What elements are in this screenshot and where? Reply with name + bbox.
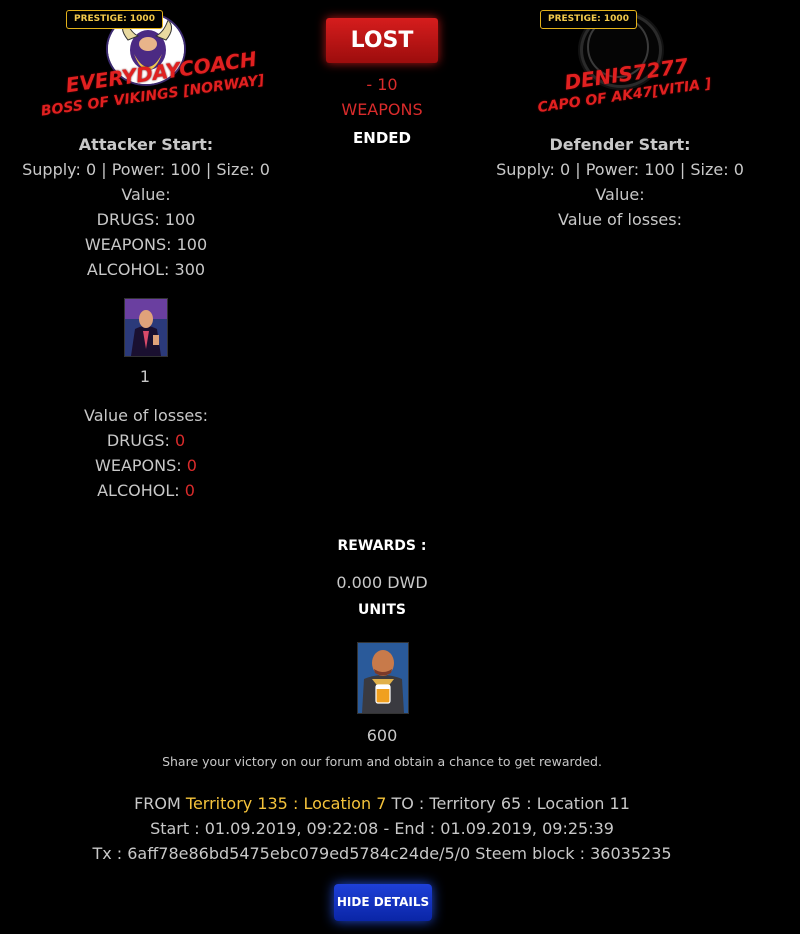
reward-unit-count: 600 <box>366 726 398 745</box>
attacker-unit-count: 1 <box>139 367 151 386</box>
route-to-label: TO : <box>391 794 425 813</box>
defender-prestige-badge: PRESTIGE: 1000 <box>540 10 637 29</box>
loss-resource: WEAPONS <box>341 100 423 119</box>
attacker-drugs-value: 100 <box>164 210 196 229</box>
tx-hash[interactable]: 6aff78e86bd5475ebc079ed5784c24de/5/0 <box>127 844 471 863</box>
route-separator-2: : <box>526 794 532 813</box>
start-label: Start : <box>150 819 200 838</box>
attacker-value-label: Value: <box>121 185 171 204</box>
attacker-loss-drugs-row: DRUGS: 0 <box>0 428 292 453</box>
gangster-unit-icon <box>125 299 167 356</box>
attacker-losses-label: Value of losses: <box>83 406 208 425</box>
attacker-weapons-label: WEAPONS: <box>84 235 172 254</box>
attacker-loss-alcohol-value: 0 <box>184 481 195 500</box>
tx-label: Tx : <box>92 844 123 863</box>
reward-unit-image[interactable] <box>357 642 409 714</box>
defender-stats-line: Supply: 0 | Power: 100 | Size: 0 <box>496 160 744 179</box>
battle-result-button[interactable]: LOST <box>326 18 438 63</box>
rewards-units-heading: UNITS <box>358 602 406 618</box>
attacker-alcohol-row: ALCOHOL: 300 <box>0 257 292 282</box>
loss-amount: - 10 <box>366 75 398 94</box>
steem-block-number[interactable]: 36035235 <box>590 844 672 863</box>
route-to-location: Location 11 <box>536 794 630 813</box>
attacker-loss-weapons-label: WEAPONS: <box>95 456 182 475</box>
attacker-loss-weapons-row: WEAPONS: 0 <box>0 453 292 478</box>
attacker-stats-line: Supply: 0 | Power: 100 | Size: 0 <box>22 160 270 179</box>
attacker-losses-panel: Value of losses: DRUGS: 0 WEAPONS: 0 ALC… <box>0 403 292 503</box>
end-label: - End : <box>383 819 436 838</box>
attacker-loss-weapons-value: 0 <box>186 456 197 475</box>
route-from-location[interactable]: Location 7 <box>303 794 387 813</box>
hide-details-button[interactable]: HIDE DETAILS <box>334 884 432 921</box>
route-from-territory[interactable]: Territory 135 <box>185 794 288 813</box>
attacker-drugs-label: DRUGS: <box>96 210 160 229</box>
attacker-loss-alcohol-label: ALCOHOL: <box>97 481 180 500</box>
bartender-unit-icon <box>358 643 408 713</box>
defender-start-heading: Defender Start: <box>549 135 691 154</box>
attacker-alcohol-value: 300 <box>174 260 206 279</box>
attacker-loss-drugs-value: 0 <box>175 431 186 450</box>
end-time: 01.09.2019, 09:25:39 <box>440 819 614 838</box>
attacker-start-heading: Attacker Start: <box>78 135 214 154</box>
route-line: FROM Territory 135 : Location 7 TO : Ter… <box>0 792 764 816</box>
attacker-weapons-row: WEAPONS: 100 <box>0 232 292 257</box>
rewards-amount: 0.000 DWD <box>336 573 428 592</box>
route-from-label: FROM <box>134 794 181 813</box>
defender-value-label: Value: <box>595 185 645 204</box>
steem-block-label: Steem block : <box>475 844 586 863</box>
attacker-loss-drugs-label: DRUGS: <box>106 431 170 450</box>
attacker-unit-image[interactable] <box>124 298 168 357</box>
defender-losses-label: Value of losses: <box>557 210 682 229</box>
defender-start-panel: Defender Start: Supply: 0 | Power: 100 |… <box>474 132 766 232</box>
route-separator-1: : <box>292 794 299 813</box>
tx-line: Tx : 6aff78e86bd5475ebc079ed5784c24de/5/… <box>0 842 764 866</box>
attacker-start-panel: Attacker Start: Supply: 0 | Power: 100 |… <box>0 132 292 282</box>
battle-status: ENDED <box>353 129 411 147</box>
attacker-weapons-value: 100 <box>176 235 208 254</box>
attacker-prestige-badge: PRESTIGE: 1000 <box>66 10 163 29</box>
route-to-territory: Territory 65 <box>429 794 522 813</box>
start-time: 01.09.2019, 09:22:08 <box>204 819 379 838</box>
attacker-drugs-row: DRUGS: 100 <box>0 207 292 232</box>
attacker-loss-alcohol-row: ALCOHOL: 0 <box>0 478 292 503</box>
timing-line: Start : 01.09.2019, 09:22:08 - End : 01.… <box>0 817 764 841</box>
share-message: Share your victory on our forum and obta… <box>162 754 602 769</box>
attacker-alcohol-label: ALCOHOL: <box>86 260 170 279</box>
rewards-heading: REWARDS : <box>337 538 427 554</box>
